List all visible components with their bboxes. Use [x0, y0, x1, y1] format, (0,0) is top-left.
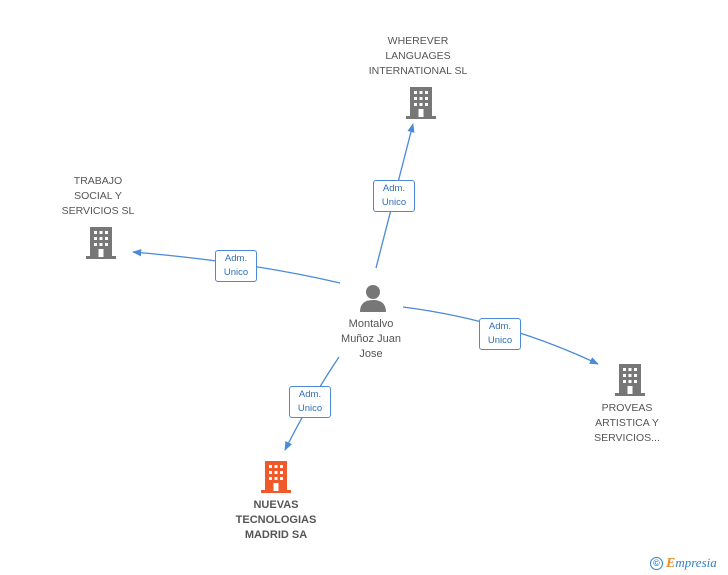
- label-line: NUEVAS: [253, 499, 299, 511]
- label-line: Montalvo: [348, 318, 394, 330]
- edge-badge-to-wherever[interactable]: Adm. Unico: [373, 180, 415, 212]
- node-label-trabajo[interactable]: TRABAJO SOCIAL Y SERVICIOS SL: [48, 174, 148, 219]
- empresia-logo[interactable]: © Empresia: [650, 554, 717, 572]
- node-label-wherever[interactable]: WHEREVER LANGUAGES INTERNATIONAL SL: [353, 34, 483, 79]
- label-line: SERVICIOS...: [594, 432, 660, 444]
- badge-line: Unico: [223, 267, 249, 278]
- brand-initial: E: [666, 555, 676, 571]
- brand-rest: mpresia: [675, 554, 717, 570]
- label-line: INTERNATIONAL SL: [368, 65, 468, 77]
- edge-badge-to-trabajo[interactable]: Adm. Unico: [215, 250, 257, 282]
- person-icon: [360, 285, 386, 312]
- label-line: LANGUAGES: [385, 50, 451, 62]
- badge-line: Adm.: [224, 253, 248, 264]
- edge-badge-to-proveas[interactable]: Adm. Unico: [479, 318, 521, 350]
- label-line: ARTISTICA Y: [595, 417, 659, 429]
- node-label-proveas[interactable]: PROVEAS ARTISTICA Y SERVICIOS...: [577, 401, 677, 446]
- badge-line: Adm.: [488, 321, 512, 332]
- edge-badge-to-nuevas[interactable]: Adm. Unico: [289, 386, 331, 418]
- label-line: Muñoz Juan: [341, 333, 401, 345]
- badge-line: Unico: [487, 335, 513, 346]
- label-line: SOCIAL Y: [74, 190, 122, 202]
- copyright-icon: ©: [650, 556, 663, 570]
- node-label-nuevas[interactable]: NUEVAS TECNOLOGIAS MADRID SA: [216, 498, 336, 543]
- badge-line: Unico: [297, 403, 323, 414]
- badge-line: Adm.: [298, 389, 322, 400]
- label-line: SERVICIOS SL: [61, 205, 135, 217]
- node-label-person[interactable]: Montalvo Muñoz Juan Jose: [321, 317, 421, 362]
- building-icon: [86, 227, 116, 259]
- label-line: MADRID SA: [244, 529, 308, 541]
- badge-line: Adm.: [382, 183, 406, 194]
- building-icon: [406, 87, 436, 119]
- label-line: TRABAJO: [73, 175, 123, 187]
- label-line: WHEREVER: [387, 35, 449, 47]
- label-line: PROVEAS: [601, 402, 653, 414]
- brand-name: Empresia: [666, 555, 717, 572]
- building-icon: [615, 364, 645, 396]
- badge-line: Unico: [381, 197, 407, 208]
- label-line: TECNOLOGIAS: [235, 514, 317, 526]
- label-line: Jose: [359, 348, 383, 360]
- building-icon: [261, 461, 291, 493]
